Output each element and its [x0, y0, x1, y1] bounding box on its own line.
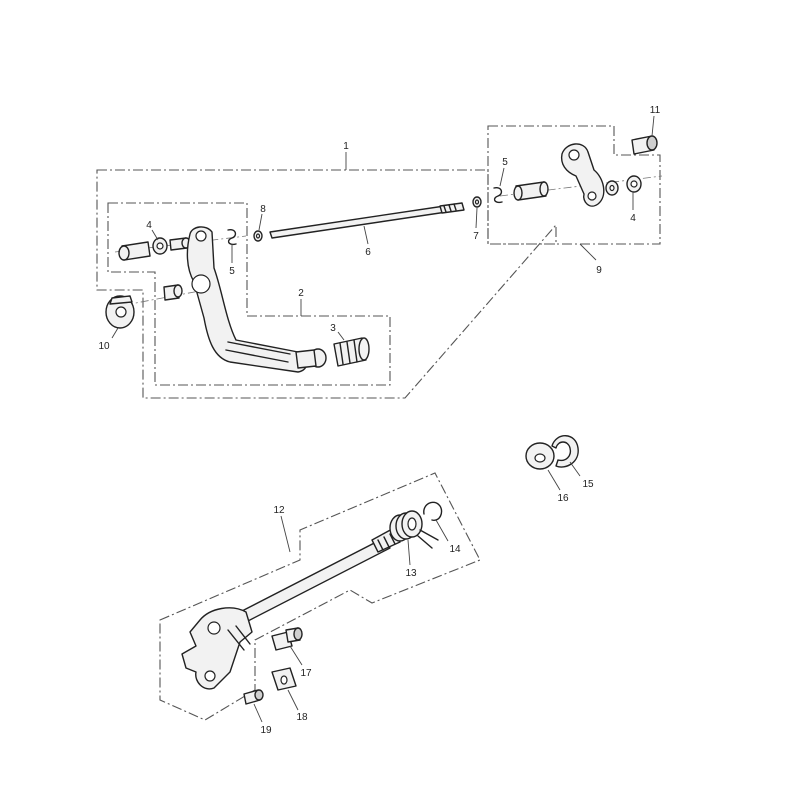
callout-3: 3 — [330, 323, 336, 334]
part-14-circlip — [423, 501, 443, 521]
part-bush-lower — [163, 284, 183, 301]
callout-11: 11 — [650, 105, 661, 116]
callout-4-left: 4 — [146, 220, 152, 231]
group-12-outline — [159, 472, 481, 721]
part-17-stopper-bolt — [271, 627, 303, 651]
part-15-circlip — [551, 435, 579, 468]
callout-1: 1 — [343, 141, 349, 152]
part-18-block — [271, 667, 297, 691]
part-5-clip-right — [493, 186, 503, 204]
callout-2: 2 — [298, 288, 304, 299]
callout-17: 17 — [300, 668, 312, 679]
part-4-washer-left — [152, 237, 168, 255]
part-pivot-bolt-right — [513, 181, 549, 201]
callouts: 1 2 3 4 4 5 5 6 7 8 9 10 11 12 13 14 15 … — [98, 105, 660, 736]
part-6-link-rod — [269, 202, 465, 239]
part-9-gear-lever — [560, 143, 605, 207]
callout-12: 12 — [273, 505, 285, 516]
callout-4-right: 4 — [630, 213, 636, 224]
part-2-pedal — [186, 226, 327, 373]
group-outlines-lower — [159, 472, 481, 721]
callout-8: 8 — [260, 204, 266, 215]
part-13-return-spring — [389, 510, 439, 549]
callout-6: 6 — [365, 247, 371, 258]
callout-7: 7 — [473, 231, 479, 242]
part-10-cap — [105, 295, 135, 329]
group-9-outline — [487, 125, 661, 245]
part-12-selector-shaft — [181, 527, 401, 690]
part-4-washer-right — [626, 175, 642, 193]
callout-5-left: 5 — [229, 266, 235, 277]
part-19-bolt — [243, 689, 264, 705]
callout-16: 16 — [557, 493, 569, 504]
callout-10: 10 — [98, 341, 110, 352]
callout-9: 9 — [596, 265, 602, 276]
group-2-outline — [107, 202, 391, 386]
leader-lines — [111, 115, 655, 723]
part-bush-right — [605, 180, 619, 196]
part-5-clip-left — [227, 228, 237, 246]
callout-14: 14 — [449, 544, 461, 555]
part-3-foot-rubber — [333, 337, 370, 367]
part-16-washer — [525, 442, 555, 470]
part-11-bolt — [631, 135, 658, 155]
group-1-outline — [96, 169, 557, 399]
callout-18: 18 — [296, 712, 308, 723]
callout-5-right: 5 — [502, 157, 508, 168]
callout-19: 19 — [260, 725, 272, 736]
callout-15: 15 — [582, 479, 594, 490]
part-pivot-pin-left — [118, 241, 151, 261]
callout-13: 13 — [405, 568, 417, 579]
pivot-centerline-lower — [124, 289, 206, 306]
part-7-washer — [472, 196, 482, 208]
part-8-washer — [253, 230, 263, 242]
